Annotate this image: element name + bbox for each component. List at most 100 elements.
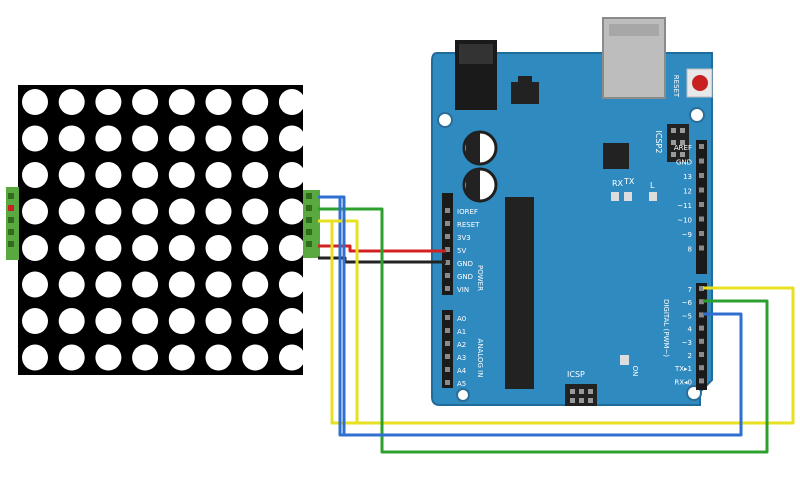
header-pin	[445, 247, 450, 252]
on-led	[620, 355, 629, 365]
matrix-right-connector	[303, 190, 320, 258]
header-pin	[699, 173, 704, 178]
rx-label: RX	[612, 179, 624, 188]
matrix-led	[22, 271, 48, 298]
header-pin	[699, 312, 704, 318]
matrix-led	[22, 344, 48, 371]
icsp-label: ICSP	[567, 370, 585, 379]
matrix-led	[22, 308, 48, 334]
matrix-led	[278, 235, 305, 261]
header-pin	[445, 221, 450, 226]
reset-label: RESET	[672, 75, 680, 98]
arduino-board: RESET ICSP2 RX TX L IOREFRESET3V35VGNDGN…	[431, 17, 713, 406]
header-pin	[699, 187, 704, 193]
matrix-led	[242, 235, 269, 261]
pin-label: ~6	[682, 299, 693, 307]
pin-label: A1	[457, 328, 466, 336]
pin-label: GND	[457, 260, 473, 268]
header-pin	[699, 365, 704, 371]
pin-label: 13	[683, 173, 692, 181]
matrix-led	[58, 235, 85, 261]
pin-label: ~3	[682, 339, 692, 347]
pin-label: RX◂0	[674, 378, 692, 386]
power-section-label: POWER	[476, 265, 484, 291]
matrix-led	[242, 271, 269, 298]
analog-section-label: ANALOG IN	[476, 339, 484, 378]
matrix-led	[168, 162, 195, 188]
matrix-led	[95, 198, 122, 225]
matrix-led	[132, 235, 159, 261]
matrix-led	[132, 125, 159, 152]
header-pin	[699, 231, 704, 236]
mcu-chip	[505, 197, 534, 389]
header-pin	[699, 338, 704, 344]
header-pin	[445, 354, 450, 359]
icsp2-header	[667, 124, 689, 162]
matrix-led	[58, 89, 85, 115]
header-pin	[699, 325, 704, 331]
matrix-led	[95, 344, 122, 371]
matrix-led	[278, 89, 305, 115]
pin-label: ~10	[677, 217, 692, 225]
pin-label: ~11	[677, 202, 692, 210]
pin-label: IOREF	[457, 208, 478, 216]
din-wire	[318, 219, 795, 425]
matrix-led	[22, 235, 48, 261]
matrix-led	[242, 89, 269, 115]
matrix-led	[168, 125, 195, 152]
pin-label: GND	[676, 159, 692, 167]
matrix-led	[205, 89, 232, 115]
pin-label: ~9	[682, 231, 692, 239]
matrix-led	[205, 271, 232, 298]
matrix-led	[132, 271, 159, 298]
pin-label: ~5	[682, 312, 692, 320]
header-pin	[445, 273, 450, 278]
matrix-led	[95, 271, 122, 298]
matrix-led	[132, 344, 159, 371]
usb-chip	[603, 143, 629, 169]
pin-label: 5V	[457, 247, 466, 255]
l-led	[649, 192, 657, 201]
matrix-led	[242, 344, 269, 371]
matrix-led	[205, 198, 232, 225]
din-wire-branch	[332, 219, 359, 423]
pin-label: A0	[457, 315, 466, 323]
matrix-led	[278, 198, 305, 225]
pin-label: RESET	[457, 221, 480, 229]
matrix-led	[168, 89, 195, 115]
matrix-led	[242, 162, 269, 188]
mount-hole	[456, 388, 470, 402]
header-pin	[699, 245, 704, 251]
power-header	[442, 193, 453, 295]
matrix-led	[205, 162, 232, 188]
matrix-led	[22, 125, 48, 152]
matrix-led	[205, 125, 232, 152]
on-label: ON	[631, 366, 639, 377]
matrix-led	[95, 308, 122, 334]
clk-wire	[318, 195, 743, 437]
matrix-led	[168, 308, 195, 334]
reset-button-cap	[692, 75, 708, 91]
matrix-dots	[22, 89, 305, 371]
matrix-led	[278, 125, 305, 152]
header-pin	[699, 144, 704, 149]
matrix-led	[58, 198, 85, 225]
matrix-led	[168, 235, 195, 261]
header-pin	[445, 315, 450, 320]
header-pin	[445, 380, 450, 385]
header-pin	[699, 216, 704, 222]
vcc-wire	[318, 244, 446, 253]
matrix-led	[95, 125, 122, 152]
matrix-led	[132, 89, 159, 115]
pin-label: 4	[688, 326, 693, 334]
header-pin	[699, 299, 704, 305]
l-label: L	[650, 181, 655, 190]
led-matrix	[6, 85, 320, 375]
rx-led	[611, 192, 619, 201]
matrix-led	[242, 125, 269, 152]
